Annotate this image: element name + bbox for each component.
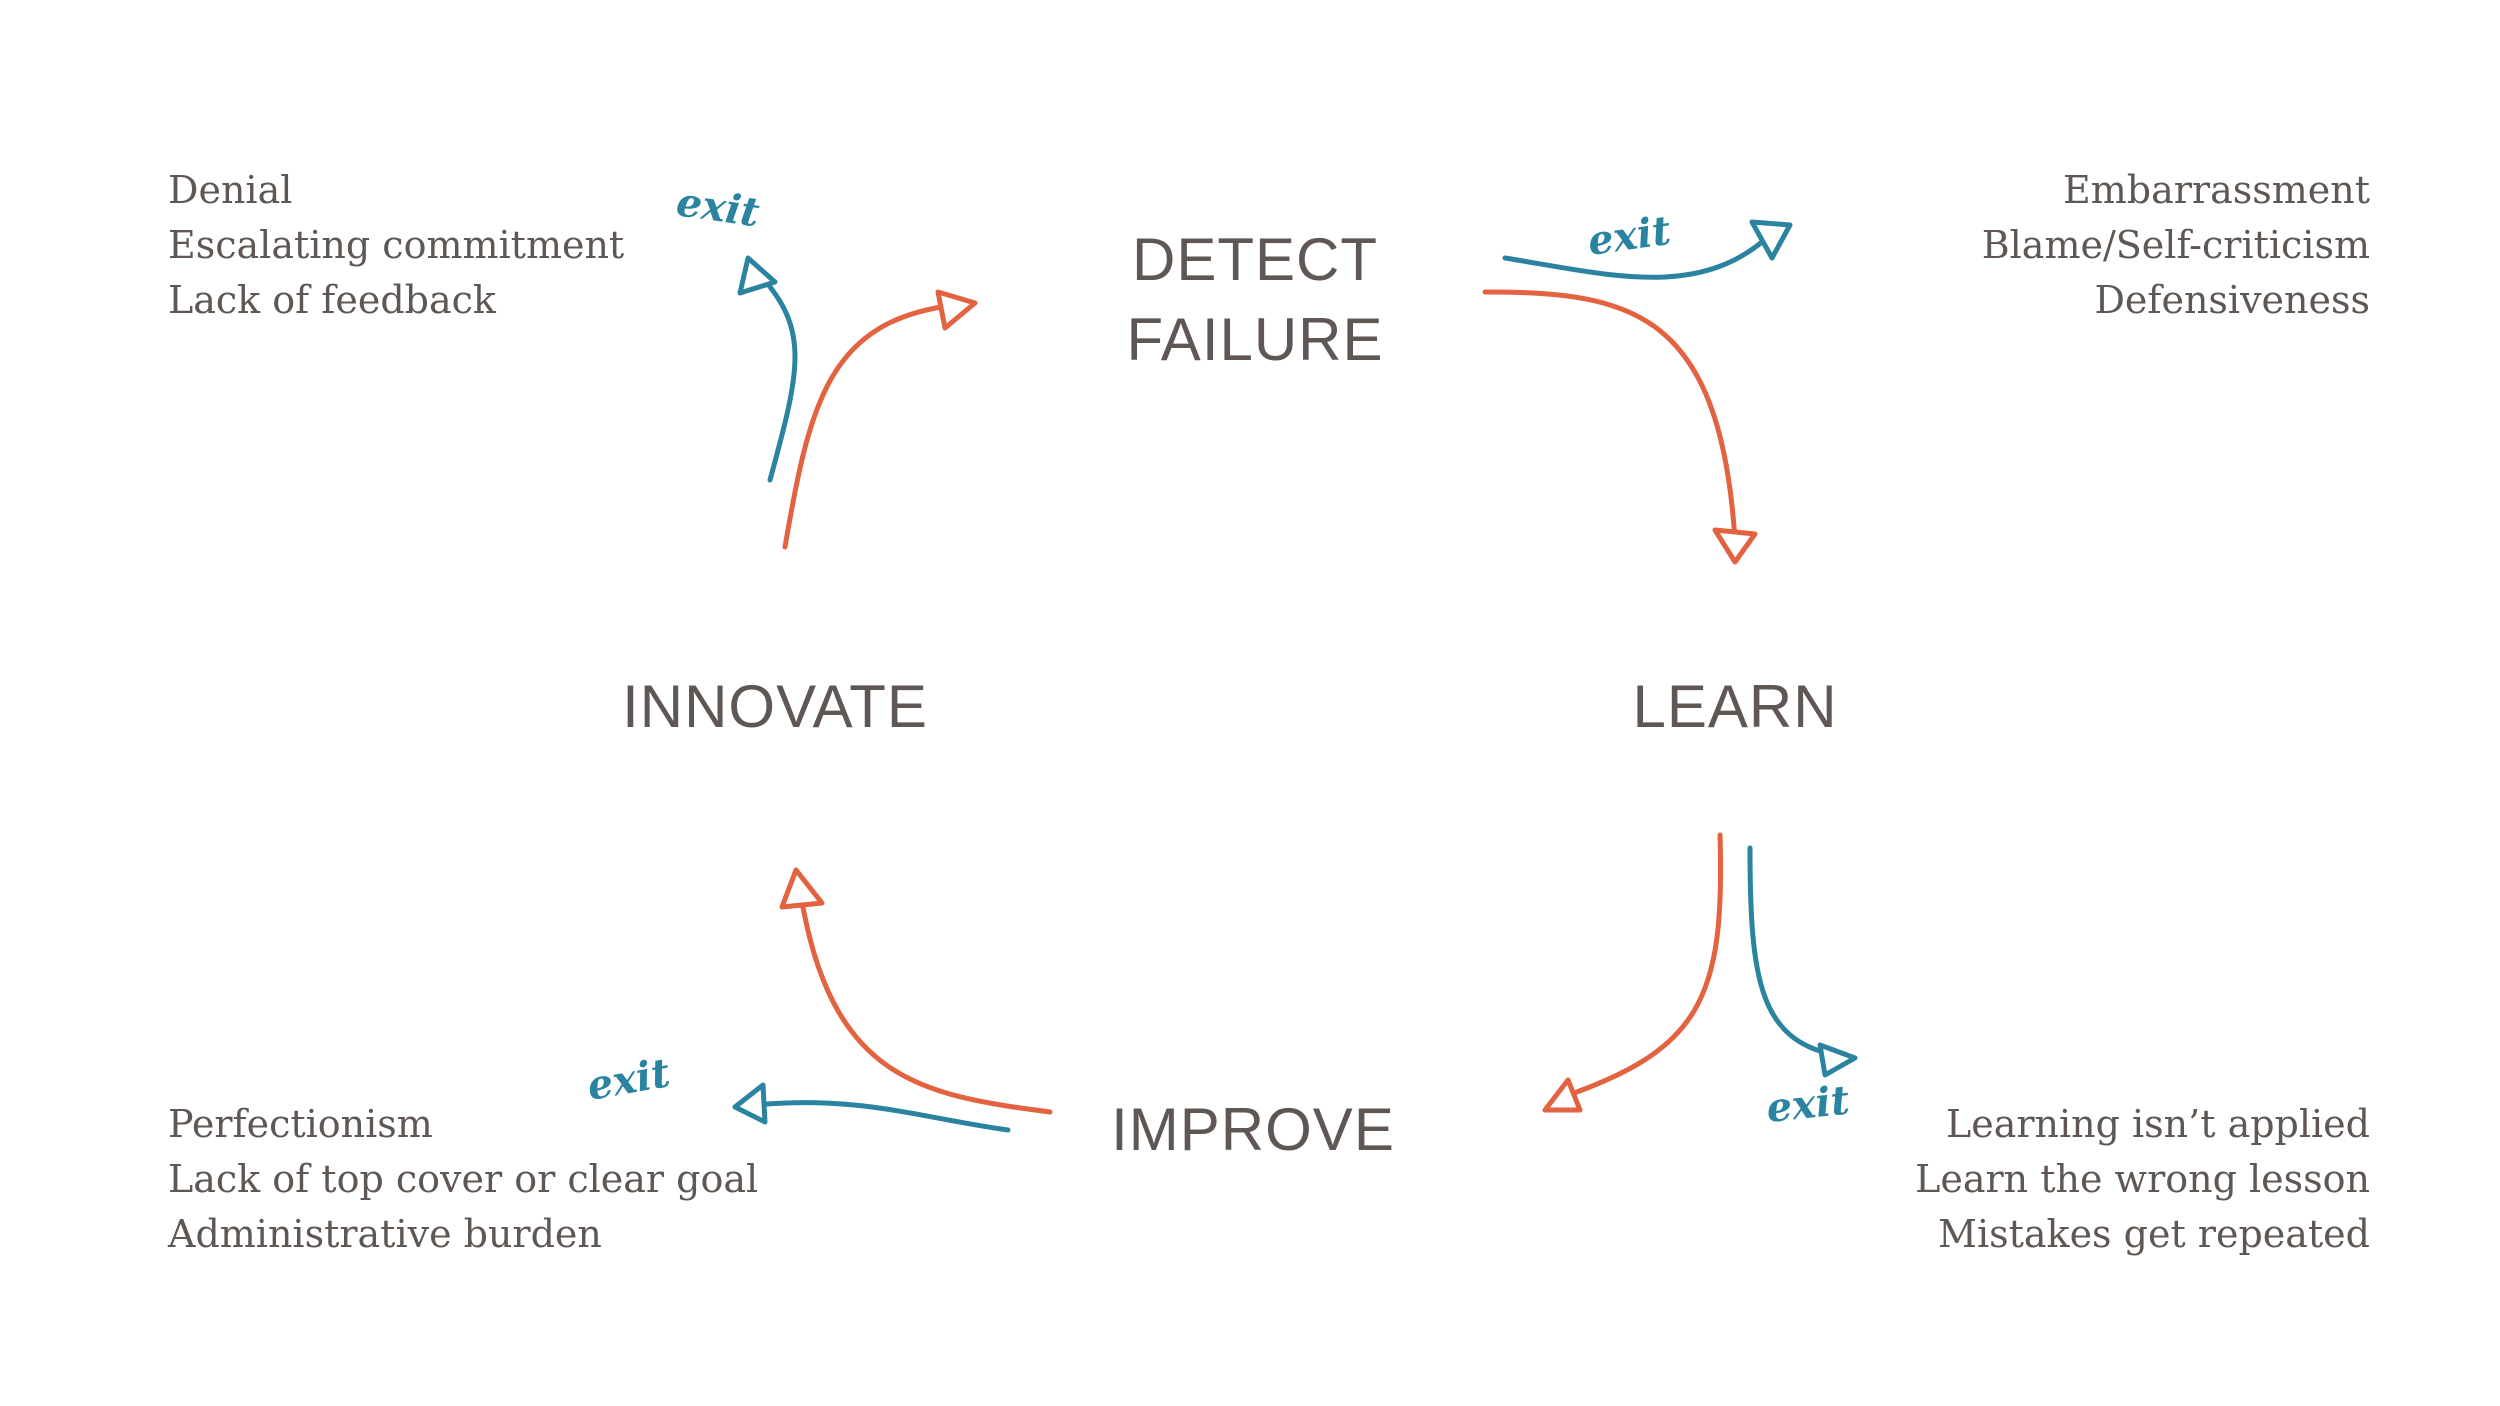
exit-label-improve: exit [584, 1049, 674, 1110]
exit-arrow-learn-head [1817, 1042, 1858, 1078]
arrow-detect-to-learn [1482, 289, 1738, 543]
barrier-innovate-1: Denial [168, 168, 292, 212]
barrier-detect-1: Embarrassment [2063, 168, 2370, 212]
barrier-improve-3: Administrative burden [167, 1212, 602, 1256]
exit-arrow-innovate [757, 272, 798, 483]
stage-detect-line2: FAILURE [1126, 306, 1383, 373]
barrier-detect-3: Defensiveness [2094, 278, 2370, 322]
barrier-innovate-3: Lack of feedback [168, 278, 497, 322]
barrier-learn-3: Mistakes get repeated [1938, 1212, 2370, 1256]
exit-arrow-detect-head [1749, 219, 1793, 261]
stage-innovate: INNOVATE [622, 673, 928, 740]
stage-detect-line1: DETECT [1132, 226, 1378, 293]
barrier-improve-2: Lack of top cover or clear goal [168, 1157, 758, 1201]
barrier-learn-1: Learning isn’t applied [1946, 1102, 2370, 1146]
arrow-improve-to-innovate-head [779, 867, 825, 910]
exit-label-innovate: exit [674, 178, 763, 236]
arrow-learn-to-improve [1557, 832, 1724, 1101]
exit-arrow-improve [752, 1100, 1011, 1133]
arrow-innovate-to-detect-head [935, 289, 978, 331]
barrier-learn-2: Learn the wrong lesson [1915, 1157, 2370, 1201]
stage-learn: LEARN [1632, 673, 1837, 740]
exit-label-learn: exit [1764, 1076, 1852, 1131]
exit-arrow-innovate-head [737, 255, 778, 296]
stage-improve: IMPROVE [1111, 1096, 1395, 1163]
arrow-improve-to-innovate [797, 887, 1053, 1115]
arrow-innovate-to-detect [782, 302, 958, 550]
exit-arrow-learn [1747, 845, 1838, 1058]
barrier-detect-2: Blame/Self-criticism [1982, 223, 2370, 267]
exit-arrow-detect [1502, 232, 1773, 280]
barrier-innovate-2: Escalating commitment [168, 223, 624, 267]
arrow-detect-to-learn-head [1712, 527, 1758, 565]
exit-label-detect: exit [1585, 207, 1674, 265]
exit-arrow-improve-head [732, 1082, 768, 1125]
arrow-learn-to-improve-head [1542, 1077, 1583, 1113]
barrier-improve-1: Perfectionism [168, 1102, 433, 1146]
